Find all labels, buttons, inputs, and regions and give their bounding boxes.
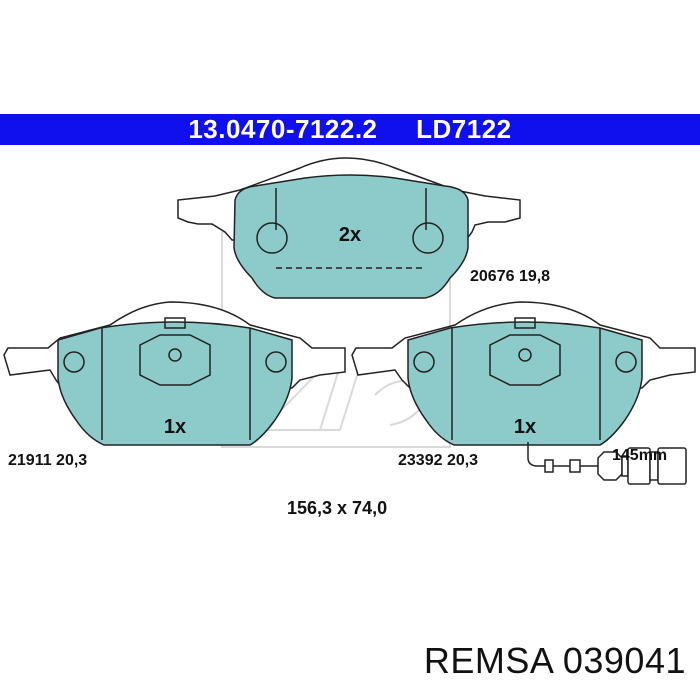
right-pad-quantity: 1x xyxy=(514,416,536,438)
brake-pad-left xyxy=(3,301,346,446)
wear-sensor-icon xyxy=(527,442,687,485)
ld-code: LD7122 xyxy=(416,114,512,144)
left-pad-quantity: 1x xyxy=(164,416,186,438)
right-pad-spec: 23392 20,3 xyxy=(398,452,479,469)
header-bar: 13.0470-7122.2 LD7122 xyxy=(0,114,700,145)
brake-pad-right xyxy=(351,301,696,446)
left-pad-spec: 21911 20,3 xyxy=(8,452,88,469)
sensor-wire-length: 145mm xyxy=(612,447,668,464)
top-pad-quantity: 2x xyxy=(339,224,361,246)
brake-pad-top xyxy=(177,157,521,299)
part-number: 13.0470-7122.2 xyxy=(188,114,378,144)
top-pad-spec: 20676 19,8 xyxy=(470,268,551,285)
dimensions-label: 156,3 x 74,0 xyxy=(287,498,388,518)
brand-part-line: REMSA 039041 xyxy=(423,640,686,681)
